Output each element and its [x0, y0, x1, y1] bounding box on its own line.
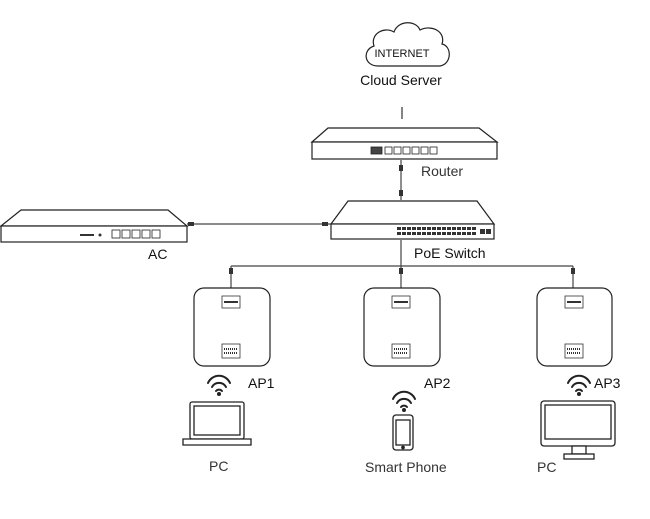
desktop-monitor-icon — [540, 400, 616, 460]
router-label: Router — [421, 163, 463, 179]
access-point-2: AP2 — [363, 287, 451, 391]
router-switch-link — [399, 160, 403, 200]
cloud-server: INTERNET Cloud Server — [360, 22, 450, 88]
ac-ports — [111, 229, 161, 239]
smart-phone-label: Smart Phone — [365, 459, 447, 475]
wifi-icon — [207, 374, 231, 396]
access-point-3: AP3 — [536, 287, 621, 391]
switch-ap-links — [230, 240, 574, 288]
switch-ports — [397, 227, 491, 235]
cloud-server-label: Cloud Server — [360, 72, 442, 88]
pc-label-1: PC — [209, 458, 228, 474]
access-point-1: AP1 — [193, 287, 275, 391]
smartphone-icon — [392, 414, 414, 451]
cloud-icon — [365, 22, 450, 67]
wifi-icon — [567, 374, 591, 396]
wifi-icon — [392, 390, 416, 412]
ap1-label: AP1 — [248, 375, 275, 391]
switch-ac-link — [187, 222, 331, 226]
ac-label: AC — [148, 246, 167, 262]
ap3-label: AP3 — [594, 375, 621, 391]
router-ports — [370, 146, 438, 155]
cloud-internet-text: INTERNET — [375, 48, 430, 60]
ap2-label: AP2 — [424, 375, 451, 391]
ac-controller-device: AC — [0, 209, 189, 262]
poe-switch-device: PoE Switch — [329, 200, 496, 261]
poe-switch-label: PoE Switch — [414, 245, 486, 261]
ap-link-connectors — [229, 268, 575, 274]
laptop-icon — [182, 401, 252, 446]
pc-label-2: PC — [537, 459, 556, 475]
router-device: Router — [310, 127, 499, 179]
